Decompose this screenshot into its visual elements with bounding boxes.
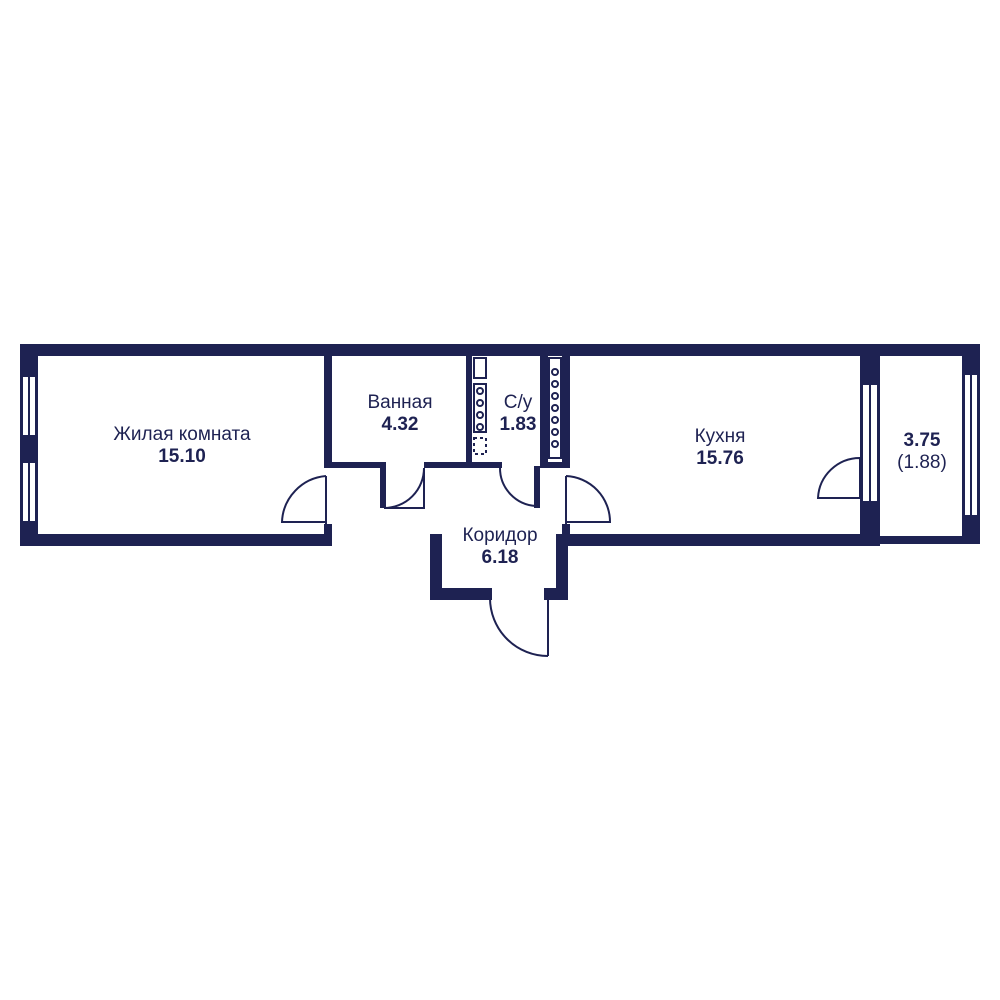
room-wc: С/у 1.83 xyxy=(500,392,537,436)
door-wc xyxy=(498,466,537,507)
outer-walls xyxy=(20,344,980,600)
room-bath-name: Ванная xyxy=(367,392,433,413)
room-kitchen-area: 15.76 xyxy=(696,448,744,469)
room-wc-area: 1.83 xyxy=(499,414,537,435)
door-balcony xyxy=(816,456,861,499)
room-living: Жилая комната 15.10 xyxy=(113,424,250,468)
room-balcony: 3.75 (1.88) xyxy=(897,430,947,474)
room-corridor-name: Коридор xyxy=(462,525,538,546)
door-living xyxy=(280,475,327,524)
doors xyxy=(280,456,861,657)
door-entrance xyxy=(489,597,549,657)
room-bath-area: 4.32 xyxy=(381,414,419,435)
room-bath: Ванная 4.32 xyxy=(367,392,432,436)
windows xyxy=(21,373,979,523)
room-kitchen: Кухня 15.76 xyxy=(695,426,746,470)
door-kitchen xyxy=(565,475,612,524)
inner-walls xyxy=(324,344,570,546)
room-living-name: Жилая комната xyxy=(113,424,251,445)
plumbing-fixtures xyxy=(473,357,562,459)
room-corridor-area: 6.18 xyxy=(481,547,519,568)
room-living-area: 15.10 xyxy=(158,446,206,467)
room-wc-name: С/у xyxy=(503,392,533,413)
room-kitchen-name: Кухня xyxy=(694,426,746,447)
door-bath xyxy=(383,467,425,509)
room-corridor: Коридор 6.18 xyxy=(462,525,537,569)
room-balcony-reduced-area: (1.88) xyxy=(897,452,947,473)
room-balcony-area: 3.75 xyxy=(903,430,941,451)
